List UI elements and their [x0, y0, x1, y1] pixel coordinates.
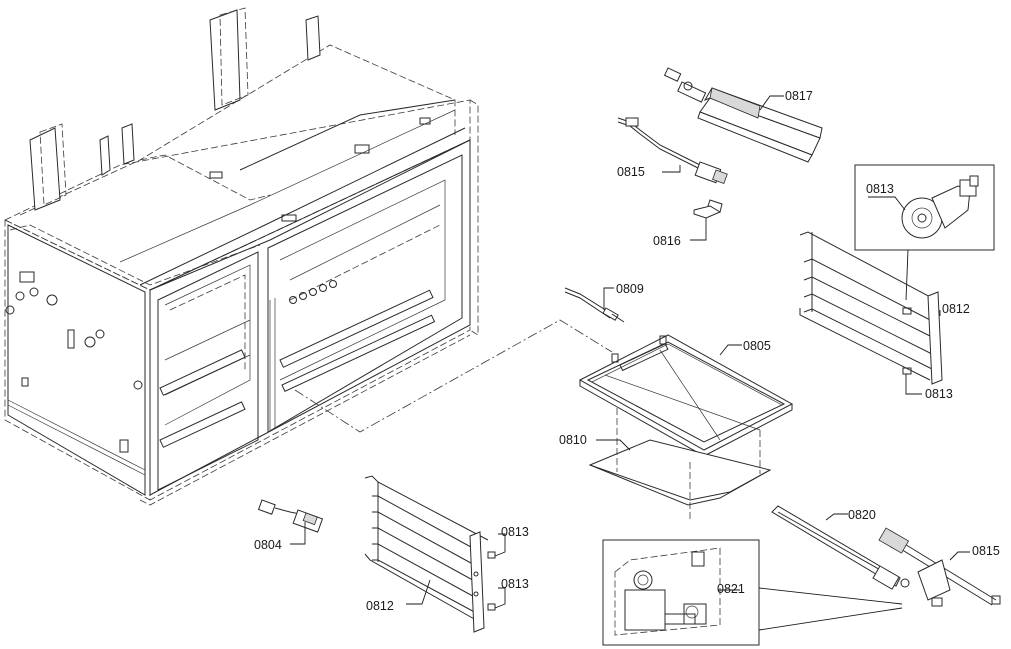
leader-0820 — [825, 513, 848, 521]
callout-0805: 0805 — [743, 339, 771, 353]
leader-inset-to-rack — [905, 249, 909, 301]
leader-0813-right — [905, 374, 922, 395]
leader-0810 — [596, 439, 631, 451]
part-0804-connector — [257, 499, 324, 533]
leader-0809 — [603, 287, 614, 310]
callout-0817: 0817 — [785, 89, 813, 103]
leader-inset-0821-b — [758, 607, 903, 631]
leader-0813-bottom-a — [494, 533, 506, 557]
callout-0813-bottom-b: 0813 — [501, 577, 529, 591]
leader-0812-bottom — [406, 579, 431, 605]
callout-0813-right: 0813 — [925, 387, 953, 401]
part-0809-sensor — [564, 287, 625, 323]
callout-0815-top: 0815 — [617, 165, 645, 179]
callout-0820: 0820 — [848, 508, 876, 522]
part-0815-wire-harness-top — [617, 117, 728, 185]
callout-0804: 0804 — [254, 538, 282, 552]
leader-0815-bottom — [949, 551, 970, 561]
part-0805-tray — [578, 334, 794, 457]
callout-0816: 0816 — [653, 234, 681, 248]
inset-detail-0813 — [854, 164, 995, 251]
leader-0815-top — [662, 165, 681, 173]
callout-0821: 0821 — [717, 582, 745, 596]
part-0817-element — [663, 67, 823, 163]
leader-0813-bottom-b — [494, 587, 506, 609]
part-0815-wire-harness-bottom — [878, 527, 1001, 607]
oven-cabinet-frame — [4, 7, 479, 506]
callout-0809: 0809 — [616, 282, 644, 296]
part-0812-rack-bottom — [364, 475, 496, 633]
callout-0812-bottom: 0812 — [366, 599, 394, 613]
callout-0813-bottom-a: 0813 — [501, 525, 529, 539]
leader-0816 — [690, 218, 707, 241]
inset-detail-0821 — [602, 539, 760, 646]
callout-0813-inset: 0813 — [866, 182, 894, 196]
leader-0817 — [759, 95, 784, 111]
part-0812-rack-right — [799, 231, 943, 385]
leader-inset-0821-a — [758, 587, 903, 605]
part-0816-clip — [693, 199, 723, 219]
leader-0813-inset — [868, 196, 906, 211]
callout-0815-bottom: 0815 — [972, 544, 1000, 558]
callout-0810: 0810 — [559, 433, 587, 447]
leader-0805 — [719, 344, 742, 356]
leader-0804 — [290, 522, 306, 545]
callout-0812-right: 0812 — [942, 302, 970, 316]
assembly-line-tray — [294, 319, 613, 433]
part-0820-heating-rod — [771, 505, 910, 590]
